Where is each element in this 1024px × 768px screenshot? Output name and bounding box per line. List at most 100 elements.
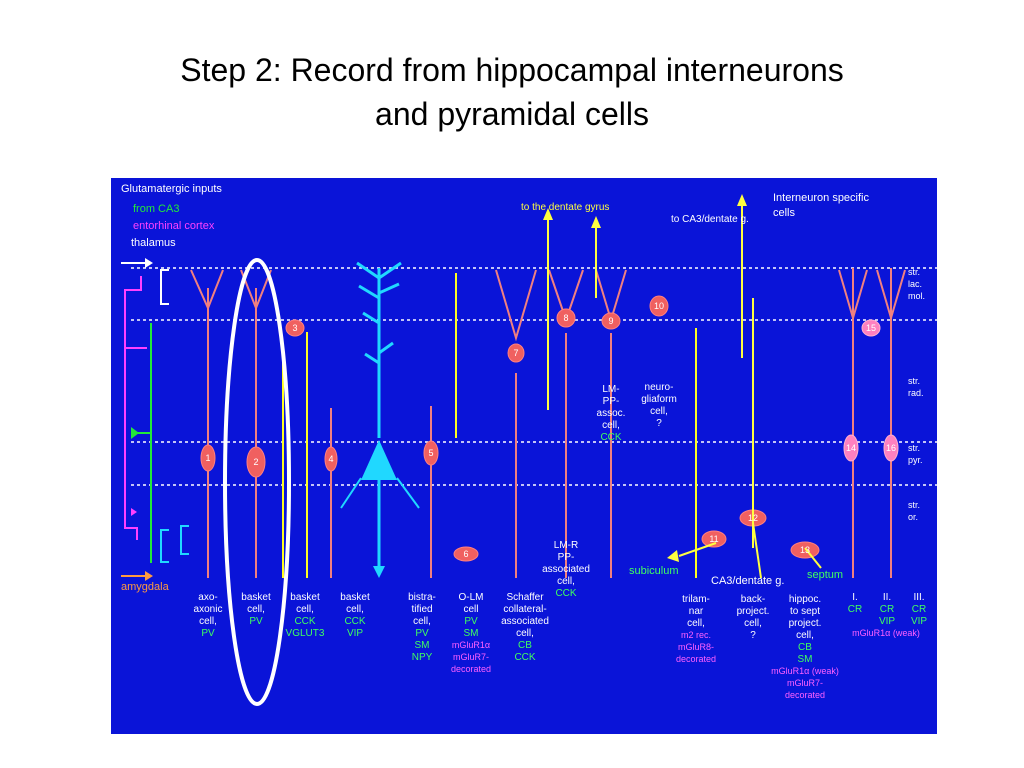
cell-marker: CR bbox=[848, 604, 862, 615]
cell-marker: NPY bbox=[412, 652, 433, 663]
cell-label: III. bbox=[913, 592, 924, 603]
cell-number-labels: 1 2 3 4 5 6 7 8 9 10 11 12 13 14 15 16 bbox=[205, 301, 896, 559]
cell-marker: CB bbox=[518, 640, 532, 651]
cell-number: 11 bbox=[709, 534, 718, 544]
cell-receptor: mGluR1α (weak) bbox=[852, 628, 920, 638]
cell-bodies bbox=[200, 295, 899, 562]
cell-marker: SM bbox=[798, 654, 813, 665]
layer-label: pyr. bbox=[908, 455, 923, 465]
cell-number: 13 bbox=[800, 545, 810, 555]
cell-label: gliaform bbox=[641, 394, 677, 405]
cell-label: cell, bbox=[602, 420, 620, 431]
layer-label: or. bbox=[908, 512, 918, 522]
cell-number: 12 bbox=[748, 513, 758, 523]
arrowheads bbox=[543, 194, 747, 562]
cell-number: 8 bbox=[563, 313, 568, 323]
cell-number: 15 bbox=[866, 323, 876, 333]
cell-label: Schaffer bbox=[506, 592, 544, 603]
cell-label: collateral- bbox=[503, 604, 546, 615]
cell-receptor: m2 rec. bbox=[681, 630, 711, 640]
cell-label: cell, bbox=[199, 616, 217, 627]
cell-number: 5 bbox=[428, 448, 433, 458]
cell-label: basket bbox=[340, 592, 370, 603]
cell-label: PP- bbox=[603, 396, 620, 407]
cell-label: cell, bbox=[557, 576, 575, 587]
cell-label: cell, bbox=[796, 630, 814, 641]
cell-marker: SM bbox=[415, 640, 430, 651]
cell-receptor: decorated bbox=[451, 664, 491, 674]
title-line-1: Step 2: Record from hippocampal interneu… bbox=[180, 52, 844, 88]
cell-marker: PV bbox=[464, 616, 478, 627]
cell-marker: VIP bbox=[347, 628, 363, 639]
cell-label: assoc. bbox=[597, 408, 626, 419]
amygdala-input-arrow bbox=[121, 571, 153, 581]
cell-marker: CCK bbox=[514, 652, 535, 663]
target-ca3-dentate-bottom: CA3/dentate g. bbox=[711, 575, 784, 587]
ca3-input-arrow bbox=[131, 427, 139, 439]
slide-title: Step 2: Record from hippocampal interneu… bbox=[0, 48, 1024, 136]
cell-label: cell bbox=[463, 604, 478, 615]
cell-number: 14 bbox=[846, 443, 856, 453]
cell-marker: CCK bbox=[344, 616, 365, 627]
target-septum: septum bbox=[807, 569, 843, 581]
cell-label: cell, bbox=[413, 616, 431, 627]
cell-number: 16 bbox=[886, 443, 896, 453]
hippocampus-circuit-diagram: Glutamatergic inputs from CA3 entorhinal… bbox=[111, 178, 937, 734]
thalamus-input-arrow bbox=[121, 258, 153, 268]
cell-marker: PV bbox=[415, 628, 429, 639]
cell-label: project. bbox=[789, 618, 822, 629]
cell-label: hippoc. bbox=[789, 594, 821, 605]
cell-label: PP- bbox=[558, 552, 575, 563]
cell-receptor: mGluR7- bbox=[787, 678, 823, 688]
layer-label: str. bbox=[908, 376, 920, 386]
cell-label: LM-R bbox=[554, 540, 578, 551]
layer-label: rad. bbox=[908, 388, 924, 398]
cell-marker: VGLUT3 bbox=[286, 628, 325, 639]
cell-receptor: mGluR7- bbox=[453, 652, 489, 662]
cell-label: trilam- bbox=[682, 594, 710, 605]
cell-marker: SM bbox=[464, 628, 479, 639]
cell-number: 1 bbox=[205, 453, 210, 463]
cell-marker: PV bbox=[249, 616, 263, 627]
cell-label: cell, bbox=[346, 604, 364, 615]
layer-labels: str. lac. mol. str. rad. str. pyr. str. … bbox=[908, 267, 925, 522]
cell-label: cell, bbox=[687, 618, 705, 629]
cell-label: axo- bbox=[198, 592, 217, 603]
cell-label: to sept bbox=[790, 606, 820, 617]
cell-marker: CR bbox=[912, 604, 926, 615]
cell-label: cell, bbox=[744, 618, 762, 629]
cell-marker: CB bbox=[798, 642, 812, 653]
cell-label: associated bbox=[542, 564, 590, 575]
legend-specific-line1: Interneuron specific bbox=[773, 192, 869, 204]
cell-marker: VIP bbox=[911, 616, 927, 627]
projection-arrows bbox=[547, 203, 822, 579]
cell-label: cell, bbox=[650, 406, 668, 417]
layer-label: str. bbox=[908, 500, 920, 510]
legend-amygdala: amygdala bbox=[121, 581, 170, 593]
legend-thalamus: thalamus bbox=[131, 237, 176, 249]
cell-processes bbox=[190, 268, 906, 578]
legend-entorhinal: entorhinal cortex bbox=[133, 220, 215, 232]
cell-number: 4 bbox=[328, 454, 333, 464]
input-bracket bbox=[160, 269, 189, 563]
target-ca3-dentate-top: to CA3/dentate g. bbox=[671, 214, 749, 225]
cell-label: associated bbox=[501, 616, 549, 627]
legend-ca3: from CA3 bbox=[133, 203, 179, 215]
cell-number: 9 bbox=[608, 316, 613, 326]
cell-label: I. bbox=[852, 592, 858, 603]
cell-number: 10 bbox=[654, 301, 664, 311]
cell-label: nar bbox=[689, 606, 704, 617]
layer-label: lac. bbox=[908, 279, 922, 289]
cell-marker: CCK bbox=[555, 588, 576, 599]
target-subiculum: subiculum bbox=[629, 565, 679, 577]
legend-specific-line2: cells bbox=[773, 207, 796, 219]
cell-marker: CCK bbox=[600, 432, 621, 443]
cell-label: basket bbox=[290, 592, 320, 603]
cell-receptor: decorated bbox=[676, 654, 716, 664]
cell-label: bistra- bbox=[408, 592, 436, 603]
cell-number: 7 bbox=[513, 348, 518, 358]
cell-label: axonic bbox=[194, 604, 223, 615]
cell-marker: PV bbox=[201, 628, 215, 639]
title-line-2: and pyramidal cells bbox=[375, 96, 649, 132]
cell-label: neuro- bbox=[645, 382, 674, 393]
